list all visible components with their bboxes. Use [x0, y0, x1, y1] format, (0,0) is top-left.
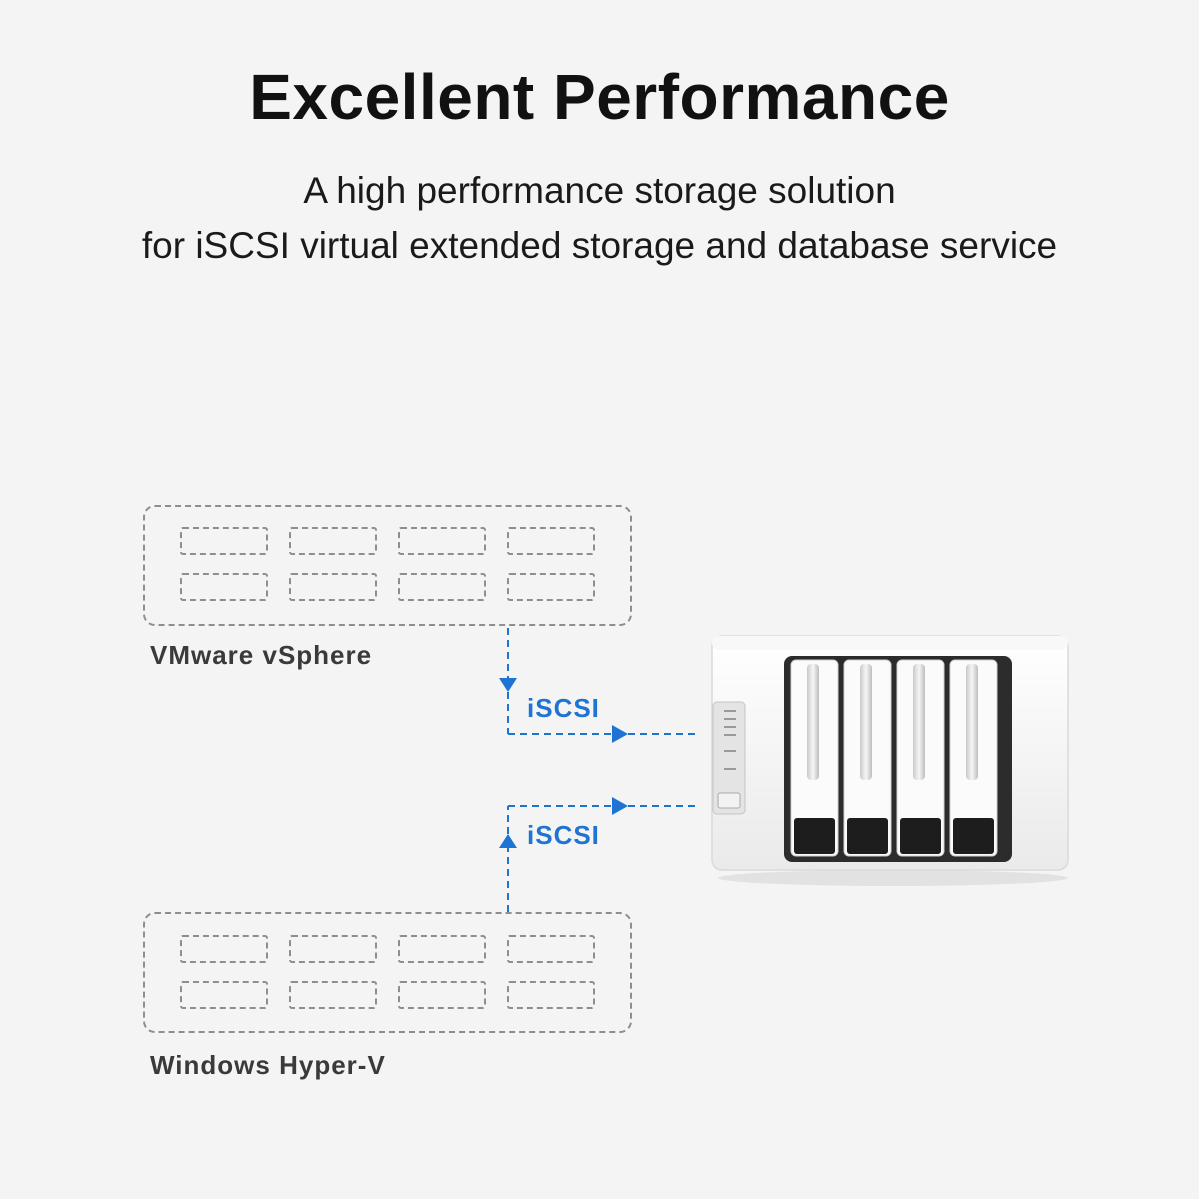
server-slot	[289, 573, 377, 601]
server-slot	[180, 573, 268, 601]
server-slot	[180, 981, 268, 1009]
server-slot	[507, 573, 595, 601]
subtitle-line-1: A high performance storage solution	[303, 170, 896, 211]
server-slot	[180, 935, 268, 963]
vmware-label: VMware vSphere	[150, 640, 373, 670]
arrow-up-icon	[499, 834, 517, 848]
server-slot	[289, 527, 377, 555]
iscsi-label-top: iSCSI	[527, 693, 600, 723]
server-slot	[398, 981, 486, 1009]
subtitle-line-2: for iSCSI virtual extended storage and d…	[141, 225, 1058, 266]
nas-enclosure-icon	[711, 635, 1069, 886]
server-slot	[398, 527, 486, 555]
top-connector-line	[507, 628, 698, 735]
server-slot	[398, 573, 486, 601]
arrow-right-icon	[612, 797, 628, 815]
server-slot	[289, 935, 377, 963]
server-slot	[507, 935, 595, 963]
arrow-down-icon	[499, 678, 517, 692]
arrow-right-icon	[612, 725, 628, 743]
vmware-server-box	[143, 505, 632, 626]
hyperv-server-box	[143, 912, 632, 1033]
server-slot	[289, 981, 377, 1009]
hyperv-label: Windows Hyper-V	[150, 1050, 386, 1080]
bottom-connector-line	[507, 805, 698, 912]
server-slot	[398, 935, 486, 963]
server-slot	[507, 981, 595, 1009]
page-title: Excellent Performance	[249, 61, 950, 133]
iscsi-label-bottom: iSCSI	[527, 820, 600, 850]
server-slot	[180, 527, 268, 555]
server-slot	[507, 527, 595, 555]
